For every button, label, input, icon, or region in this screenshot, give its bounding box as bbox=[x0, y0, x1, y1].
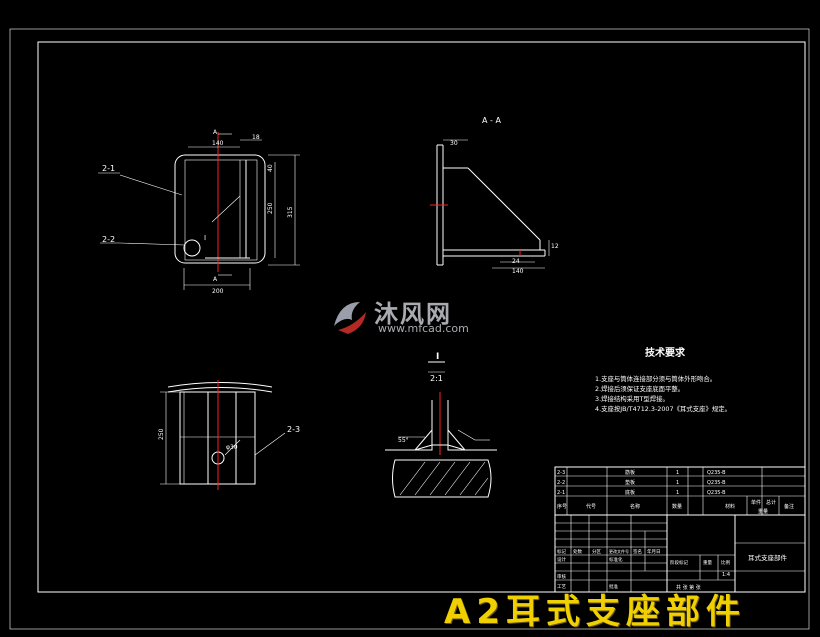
bom-row-2-mat: Q235-B bbox=[707, 480, 726, 486]
bom-header-qty: 数量 bbox=[672, 503, 682, 510]
tech-note-3: 3.焊接结构采用T型焊接。 bbox=[595, 394, 669, 403]
watermark-logo-icon bbox=[334, 302, 366, 334]
bom-header-name: 名称 bbox=[630, 503, 640, 510]
tb-label-approve: 批准 bbox=[609, 583, 618, 590]
bom-header-weight: 重量 bbox=[758, 508, 768, 515]
watermark-url: www.mfcad.com bbox=[378, 322, 469, 335]
bom-row-1-name: 筋板 bbox=[625, 469, 635, 476]
bom-row-3-name: 底板 bbox=[625, 489, 635, 496]
dim-front-offset: 18 bbox=[252, 134, 260, 141]
bom-header-no: 序号 bbox=[557, 503, 567, 510]
bom-row-3-no: 2-1 bbox=[557, 490, 565, 496]
bom-header-code: 代号 bbox=[586, 503, 596, 510]
plan-view bbox=[160, 380, 286, 490]
dim-side-base: 140 bbox=[512, 268, 524, 275]
tech-note-4: 4.支座按JB/T4712.3-2007《耳式支座》规定。 bbox=[595, 404, 731, 413]
dim-plan-height: 250 bbox=[158, 428, 165, 440]
tb-scale-label: 比例 bbox=[721, 559, 730, 566]
detail-i-title: I bbox=[436, 352, 439, 362]
section-aa-view bbox=[430, 139, 550, 269]
tech-title: 技术要求 bbox=[645, 346, 686, 359]
bom-row-1-mat: Q235-B bbox=[707, 470, 726, 476]
label-2-1: 2-1 bbox=[102, 164, 115, 173]
dim-front-small: 40 bbox=[267, 164, 274, 172]
label-2-3: 2-3 bbox=[287, 425, 300, 434]
title-block bbox=[554, 466, 806, 593]
dim-front-height-inner: 250 bbox=[267, 202, 274, 214]
bom-header-remark: 备注 bbox=[784, 503, 794, 510]
detail-i-marker: I bbox=[204, 234, 206, 242]
dim-side-top: 30 bbox=[450, 140, 458, 147]
bom-row-3-mat: Q235-B bbox=[707, 490, 726, 496]
detail-i-view bbox=[385, 361, 497, 498]
bom-header-total: 总计 bbox=[766, 499, 776, 506]
tb-label-standard: 标准化 bbox=[609, 556, 623, 563]
outer-frame bbox=[9, 28, 810, 630]
dim-side-base-b: 24 bbox=[512, 258, 520, 265]
front-view bbox=[98, 132, 300, 290]
bom-row-3-qty: 1 bbox=[676, 490, 679, 496]
dim-side-foot: 12 bbox=[551, 243, 559, 250]
front-view-plate bbox=[174, 154, 266, 264]
label-2-2: 2-2 bbox=[102, 235, 115, 244]
tb-stage-label: 阶段标记 bbox=[670, 559, 688, 566]
front-view-inner bbox=[184, 159, 258, 261]
tb-drawing-title: 耳式支座部件 bbox=[748, 553, 788, 562]
tb-label-process: 工艺 bbox=[557, 584, 566, 590]
dim-front-height-outer: 315 bbox=[287, 206, 294, 218]
bom-row-2-qty: 1 bbox=[676, 480, 679, 486]
tb-sheet-text: 共 张 第 张 bbox=[676, 584, 701, 591]
watermark-cn: 沐风网 bbox=[374, 300, 452, 328]
tb-weight-label: 重量 bbox=[703, 559, 712, 566]
drawing-border bbox=[37, 41, 806, 593]
caption: A2耳式支座部件 bbox=[444, 592, 746, 632]
tb-label-sign: 签名 bbox=[633, 548, 642, 555]
tech-note-2: 2.焊接后须保证支座底面平整。 bbox=[595, 384, 684, 393]
tb-label-check: 审核 bbox=[557, 573, 566, 580]
section-aa-title: A - A bbox=[482, 116, 501, 125]
dim-plan-hole: φ30 bbox=[226, 444, 238, 451]
tech-note-1: 1.支座与筒体连接部分须与筒体外形吻合。 bbox=[595, 374, 716, 383]
dim-front-base: 200 bbox=[212, 288, 224, 295]
tb-label-zone: 分区 bbox=[592, 548, 601, 555]
dim-detail-angle: 55° bbox=[398, 437, 409, 444]
bom-row-2-name: 垫板 bbox=[625, 479, 635, 486]
detail-scale: 2:1 bbox=[430, 374, 443, 383]
section-mark-a-bottom: A bbox=[213, 276, 218, 283]
tb-label-change: 更改文件号 bbox=[609, 548, 629, 554]
section-mark-a-top: A bbox=[213, 129, 218, 136]
tb-label-count: 处数 bbox=[573, 548, 582, 555]
bom-row-2-no: 2-2 bbox=[557, 480, 565, 486]
tb-scale-value: 1:4 bbox=[722, 572, 730, 578]
dim-front-width: 140 bbox=[212, 140, 224, 147]
bom-row-1-no: 2-3 bbox=[557, 470, 565, 476]
detail-i-circle bbox=[183, 239, 201, 257]
bom-row-1-qty: 1 bbox=[676, 470, 679, 476]
bom-header-unit: 单件 bbox=[751, 499, 761, 506]
tb-label-date: 年月日 bbox=[647, 548, 661, 555]
tb-label-mark: 标记 bbox=[557, 548, 566, 555]
tb-label-design: 设计 bbox=[557, 556, 566, 563]
bom-header-mat: 材料 bbox=[725, 503, 735, 510]
